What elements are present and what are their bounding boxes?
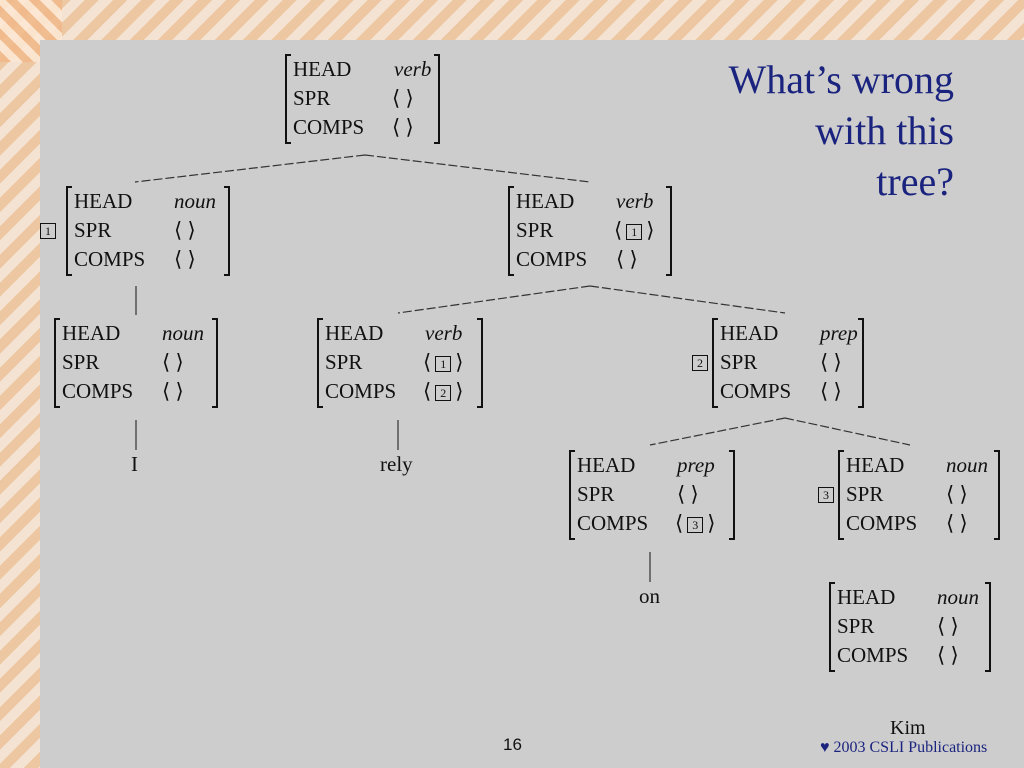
on-comps-value: ⟨3⟩	[675, 511, 716, 535]
rely-spr-value: ⟨1⟩	[423, 350, 464, 374]
branch-pp-np	[784, 417, 911, 446]
branch-vp-v	[397, 285, 591, 314]
prep-on-avm: HEAD SPR COMPS prep ⟨ ⟩ ⟨3⟩	[569, 450, 735, 540]
tag-3: 3	[687, 517, 704, 533]
word-kim: Kim	[890, 717, 926, 739]
word-i: I	[131, 452, 138, 476]
tag-2: 2	[435, 385, 452, 401]
tag-1: 1	[626, 224, 643, 240]
tag-1: 1	[40, 223, 56, 239]
noun-i-avm: HEAD SPR COMPS noun ⟨ ⟩ ⟨ ⟩	[54, 318, 218, 408]
branch-pp-p	[649, 417, 786, 446]
slide-title: What’s wrong with this tree?	[728, 57, 954, 204]
branch-root-np	[134, 154, 366, 183]
copyright-notice: ♥ 2003 CSLI Publications	[820, 739, 988, 756]
word-on: on	[639, 584, 660, 608]
decorative-left-border	[0, 0, 40, 768]
tag-1: 1	[435, 356, 452, 372]
np-subject-avm: HEAD SPR COMPS noun ⟨ ⟩ ⟨ ⟩	[66, 186, 230, 276]
branch-root-vp	[364, 154, 591, 183]
tag-3: 3	[818, 487, 834, 503]
vp-spr-value: ⟨1⟩	[614, 218, 655, 242]
page-number: 16	[503, 735, 522, 754]
rely-comps-value: ⟨2⟩	[423, 379, 464, 403]
np-object-avm: HEAD SPR COMPS noun ⟨ ⟩ ⟨ ⟩	[838, 450, 1000, 540]
tag-2: 2	[692, 355, 708, 371]
branch-vp-pp	[589, 285, 786, 314]
verb-rely-avm: HEAD SPR COMPS verb ⟨1⟩ ⟨2⟩	[317, 318, 483, 408]
word-rely: rely	[380, 452, 413, 476]
vp-avm: HEAD SPR COMPS verb ⟨1⟩ ⟨ ⟩	[508, 186, 672, 276]
decorative-top-border	[0, 0, 1024, 40]
noun-kim-avm: HEAD SPR COMPS noun ⟨ ⟩ ⟨ ⟩	[829, 582, 991, 672]
root-avm: HEAD SPR COMPS verb ⟨ ⟩ ⟨ ⟩	[285, 54, 440, 144]
pp-avm: HEAD SPR COMPS prep ⟨ ⟩ ⟨ ⟩	[712, 318, 864, 408]
